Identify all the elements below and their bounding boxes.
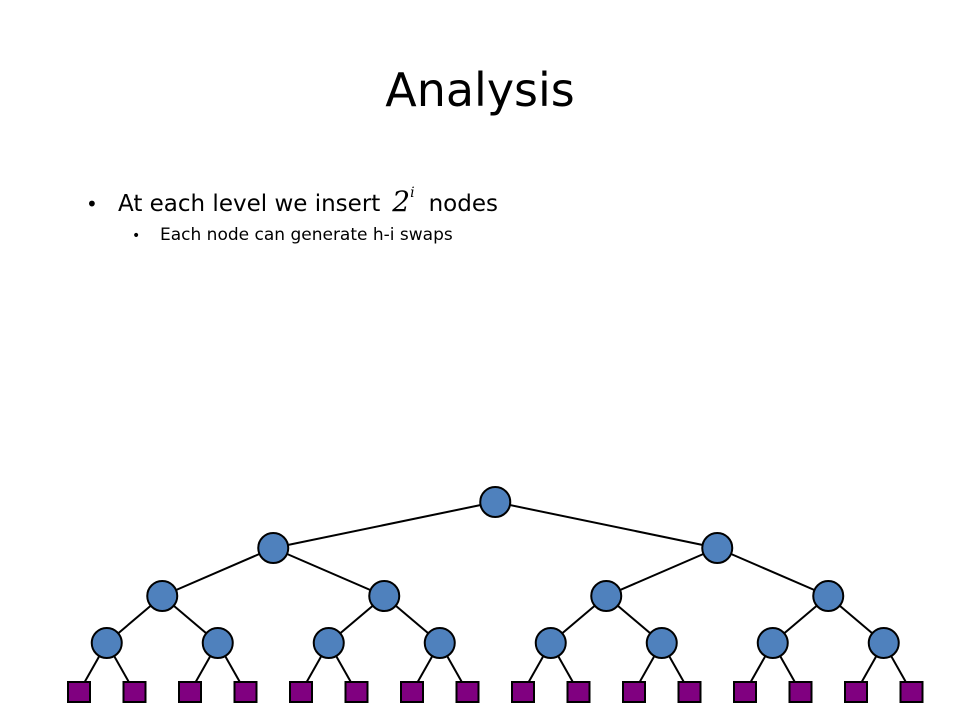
sub-bullet-dot: • <box>132 228 141 244</box>
tree-edge <box>495 501 718 549</box>
tree-node <box>423 627 456 659</box>
tree-leaf <box>67 681 91 703</box>
tree-node <box>701 532 734 564</box>
math-two-power-i: 2i <box>392 176 414 219</box>
tree-node <box>756 627 789 659</box>
tree-leaf <box>289 681 313 703</box>
tree-leaf <box>455 681 480 703</box>
tree-node <box>479 486 512 518</box>
tree-node <box>146 580 179 612</box>
bullet-dot: • <box>86 192 98 216</box>
tree-leaf <box>622 681 646 703</box>
tree-leaf <box>788 681 813 703</box>
bullet-text-before: At each level we insert <box>118 191 381 217</box>
tree-edge <box>272 547 385 597</box>
tree-leaf <box>844 681 868 703</box>
sub-bullet-swaps: • Each node can generate h-i swaps <box>132 222 453 249</box>
tree-node <box>867 627 900 659</box>
tree-edge <box>273 501 496 549</box>
tree-leaf <box>233 681 258 703</box>
tree-node <box>812 580 845 612</box>
tree-leaf <box>122 681 147 703</box>
sub-bullet-text: Each node can generate h-i swaps <box>160 225 453 245</box>
bullet-text-after: nodes <box>428 191 498 217</box>
tree-leaf <box>511 681 535 703</box>
tree-leaf <box>899 681 924 703</box>
tree-edge <box>716 547 829 597</box>
tree-node <box>590 580 623 612</box>
tree-node <box>90 627 123 659</box>
math-exponent: i <box>410 185 415 201</box>
tree-leaf <box>733 681 757 703</box>
tree-leaf <box>400 681 424 703</box>
tree-node <box>645 627 678 659</box>
tree-node <box>534 627 567 659</box>
tree-node <box>368 580 401 612</box>
tree-leaf <box>344 681 369 703</box>
tree-node <box>201 627 234 659</box>
tree-edges <box>78 501 913 693</box>
tree-leaf <box>566 681 591 703</box>
slide-title: Analysis <box>385 63 575 117</box>
tree-leaf <box>178 681 202 703</box>
tree-node <box>312 627 345 659</box>
tree-leaf <box>677 681 702 703</box>
tree-edge <box>605 547 718 597</box>
tree-edge <box>161 547 274 597</box>
tree-node <box>257 532 290 564</box>
math-base: 2 <box>392 185 411 218</box>
